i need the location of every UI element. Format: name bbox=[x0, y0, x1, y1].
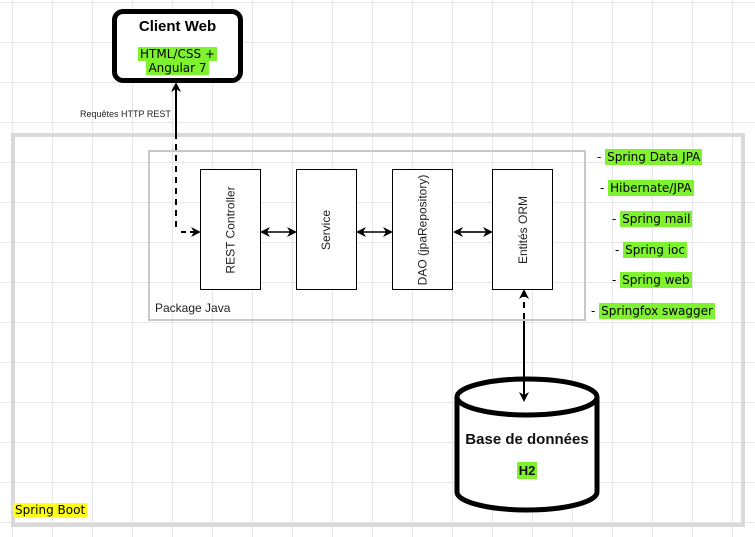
spring-boot-container bbox=[11, 133, 745, 527]
rest-controller-box[interactable]: REST Controller bbox=[200, 169, 261, 290]
tech-item: - Hibernate/JPA bbox=[600, 180, 694, 196]
tech-bullet: - bbox=[600, 181, 609, 195]
client-web-tech: HTML/CSS + Angular 7 bbox=[117, 47, 238, 75]
dao-box[interactable]: DAO (jpaRepository) bbox=[392, 169, 453, 290]
package-java-container bbox=[148, 150, 586, 321]
tech-item: - Springfox swagger bbox=[591, 303, 715, 319]
tech-item: - Spring Data JPA bbox=[597, 149, 703, 165]
tech-item: - Spring ioc bbox=[615, 242, 687, 258]
database-title: Base de données bbox=[465, 431, 589, 448]
tech-item: - Spring mail bbox=[612, 211, 693, 227]
tech-label-spring-data-jpa: Spring Data JPA bbox=[605, 149, 703, 165]
tech-label-spring-mail: Spring mail bbox=[620, 211, 693, 227]
database-tech: H2 bbox=[516, 462, 538, 479]
tech-bullet: - bbox=[597, 150, 606, 164]
spring-boot-label: Spring Boot bbox=[13, 503, 88, 517]
tech-bullet: - bbox=[612, 212, 621, 226]
tech-item: - Spring web bbox=[612, 272, 692, 288]
http-rest-label: Requêtes HTTP REST bbox=[80, 109, 171, 119]
tech-label-springfox-swagger: Springfox swagger bbox=[599, 303, 715, 319]
tech-bullet: - bbox=[612, 273, 621, 287]
database-tech-wrapper: H2 bbox=[462, 462, 592, 480]
tech-bullet: - bbox=[591, 304, 600, 318]
client-web-box[interactable]: Client Web HTML/CSS + Angular 7 bbox=[112, 9, 243, 83]
tech-label-hibernate-jpa: Hibernate/JPA bbox=[608, 180, 694, 196]
client-tech-line1: HTML/CSS + bbox=[138, 47, 217, 61]
tech-bullet: - bbox=[615, 243, 624, 257]
package-java-label: Package Java bbox=[155, 301, 231, 315]
client-tech-line2: Angular 7 bbox=[146, 61, 209, 75]
tech-label-spring-ioc: Spring ioc bbox=[623, 242, 687, 258]
client-web-title: Client Web bbox=[138, 18, 217, 35]
tech-label-spring-web: Spring web bbox=[620, 272, 692, 288]
